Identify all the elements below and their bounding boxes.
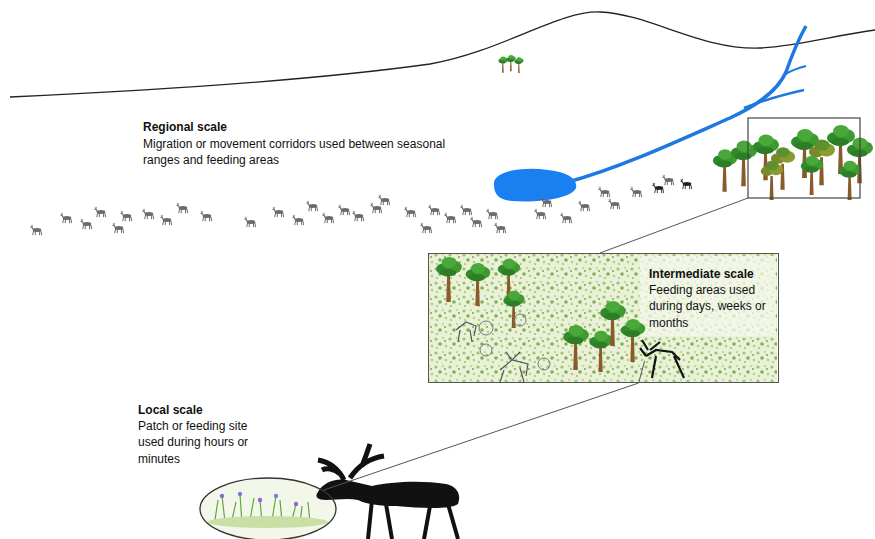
scale-description: Patch or feeding site used during hours …: [138, 418, 270, 467]
text-block: Intermediate scaleFeeding areas used dur…: [649, 266, 773, 331]
scale-heading: Regional scale: [143, 119, 473, 135]
text-block: Local scalePatch or feeding site used du…: [138, 402, 270, 467]
scale-description: Feeding areas used during days, weeks or…: [649, 282, 773, 331]
local-patch-circle: Local scalePatch or feeding site used du…: [200, 478, 336, 539]
zoom-connector: [323, 383, 639, 490]
scale-description: Migration or movement corridors used bet…: [143, 136, 461, 168]
scale-heading: Intermediate scale: [649, 266, 773, 282]
inset-box: Intermediate scaleFeeding areas used dur…: [428, 253, 779, 383]
zoom-leader: [639, 361, 645, 383]
circle-outline: [200, 478, 336, 539]
scale-heading: Local scale: [138, 402, 270, 418]
